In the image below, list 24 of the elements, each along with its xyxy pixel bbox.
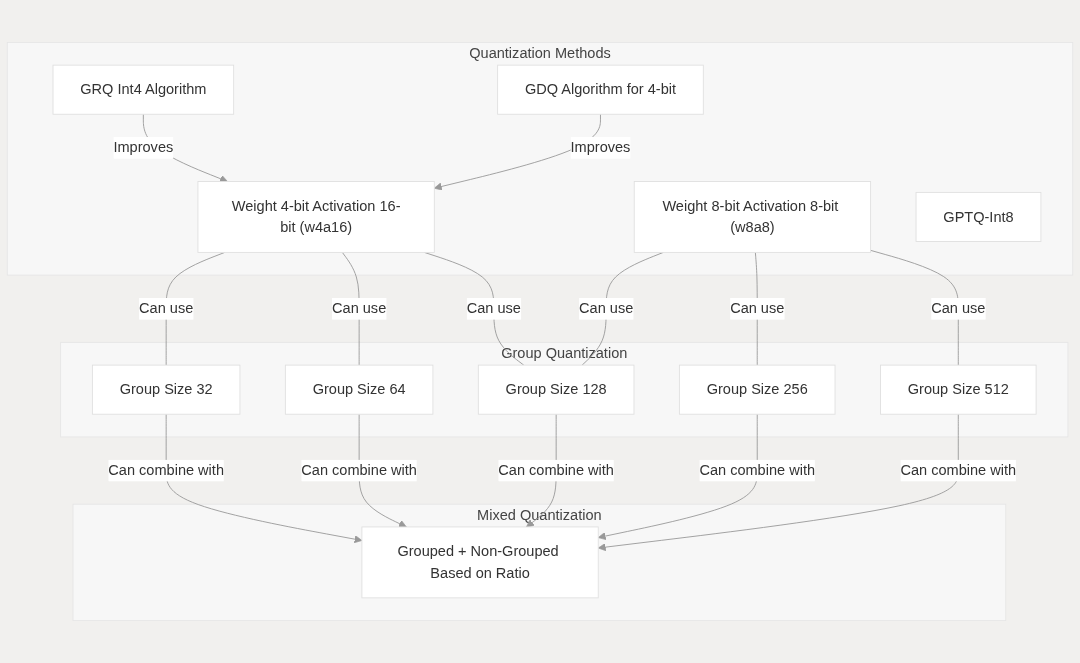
node-box: Grouped + Non-Grouped Based on Ratio (361, 526, 599, 599)
node-box: Weight 8-bit Activation 8-bit (w8a8) (633, 181, 872, 253)
edge-label: Can combine with (900, 462, 1017, 478)
edge-label: Can use (931, 300, 986, 317)
node-box: Group Size 128 (477, 364, 635, 415)
node-box: Group Size 64 (284, 364, 434, 415)
edge-label: Can combine with (108, 462, 224, 478)
node-box: Weight 4-bit Activation 16-bit (w4a16) (197, 181, 435, 253)
edge-label: Can use (332, 300, 387, 317)
edge-label: Can use (466, 300, 521, 317)
edge-label: Can use (730, 300, 785, 317)
edge-label: Can combine with (699, 462, 816, 478)
node-box: GPTQ-Int8 (915, 191, 1042, 242)
node-box: Group Size 32 (91, 364, 241, 415)
node-box: GRQ Int4 Algorithm (52, 64, 235, 115)
edge-label: Can use (579, 300, 634, 317)
node-box: GDQ Algorithm for 4-bit (497, 64, 704, 115)
edge-label: Can combine with (301, 462, 417, 478)
edge-label: Improves (570, 139, 631, 156)
edge-label: Can use (139, 300, 194, 317)
edge-label: Improves (113, 139, 174, 156)
edge-label: Can combine with (498, 462, 614, 478)
node-box: Group Size 512 (880, 364, 1037, 415)
node-box: Group Size 256 (678, 364, 836, 415)
